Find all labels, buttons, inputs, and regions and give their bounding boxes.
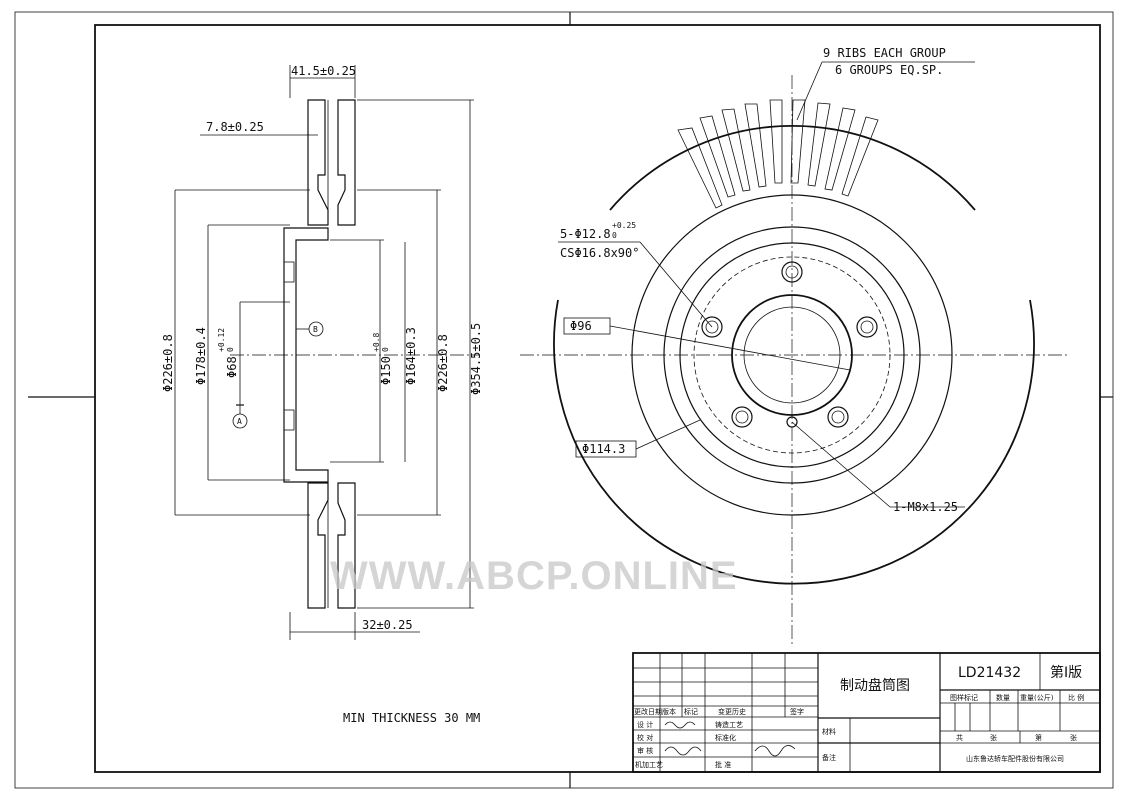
friction-ring-outer-lower [337,482,356,609]
friction-ring-inner-lower [307,482,329,609]
hat-outer-circle [663,226,921,484]
drawing-name: 制动盘筒图 [840,677,910,694]
holes-callout: 5-Φ12.8 [560,227,611,241]
front-view: 9 RIBS EACH GROUP 6 GROUPS EQ.SP. 5-Φ12.… [520,46,1070,645]
check-label: 校 对 [637,733,653,742]
casting-label: 铸造工艺 [715,720,743,729]
hat-inner-circle [679,242,905,468]
bolt-hole-3 [827,406,849,428]
countersink-callout: CSΦ16.8x90° [560,246,639,260]
bolt-hole-2-inner [860,320,874,334]
bore-chamfer [743,306,841,404]
friction-ring-inner-upper [307,99,329,226]
design-label: 设 计 [637,720,653,729]
dim-d178: Φ178±0.4 [194,327,208,385]
friction-ring-outer-upper [337,99,356,226]
cooling-ribs [677,99,879,209]
signature-review [664,746,702,756]
outer-frame [14,11,1114,789]
bolt-hole-lower [283,409,295,431]
col-stage: 图样标记 [950,693,978,702]
review-label: 审 核 [637,746,653,755]
datum-b-circle [308,321,324,337]
bolt-hole-1 [781,261,803,283]
dim-thread: 1-M8x1.25 [893,500,958,514]
ribs-note-line1: 9 RIBS EACH GROUP [823,46,946,60]
company-name: 山东鲁达轿车配件股份有限公司 [966,754,1064,763]
bolt-hole-4-inner [735,410,749,424]
dim-d150-tol-lower: 0 [381,347,390,352]
inner-frame [94,24,1101,773]
rev-header-hist: 变更历史 [718,707,746,716]
standard-label: 标准化 [715,733,736,742]
col-weight: 重量(公斤) [1020,693,1054,702]
ribs-note-leader [796,61,823,121]
dim-hat-thickness: 7.8±0.25 [206,120,264,134]
bolt-hole-4 [731,406,753,428]
dim-d68: Φ68 [225,356,239,378]
d114-leader [635,419,701,450]
dim-d164: Φ164±0.3 [404,327,418,385]
part-number: LD21432 [958,665,1021,681]
datum-b-label: B [313,325,318,334]
disc-outer-edge [553,299,1035,585]
dim-d150: Φ150 [379,356,393,385]
dim-d354: Φ354.5±0.5 [469,323,483,395]
material-label: 材料 [822,727,836,736]
holes-tol-upper: +0.25 [612,221,636,230]
watermark: WWW.ABCP.ONLINE [330,554,738,598]
dim-d114: Φ114.3 [582,442,625,456]
dim-d226-left: Φ226±0.8 [161,334,175,392]
edition: 第Ⅰ版 [1050,664,1082,681]
sheet-total: 共 [956,733,963,742]
section-view: 41.5±0.25 7.8±0.25 32±0.25 Φ226±0.8 Φ178… [161,64,483,640]
rev-header-ver: 版本 [662,707,676,716]
col-qty: 数量 [996,693,1010,702]
bolt-hole-1-inner [785,265,799,279]
process-label: 机加工艺 [635,760,663,769]
dim-d226-right: Φ226±0.8 [436,334,450,392]
thread-hole [786,416,798,428]
dim-d96: Φ96 [570,319,592,333]
pcd-circle [693,256,891,454]
remarks-label: 备注 [822,753,836,762]
dim-d150-tol-upper: +0.8 [372,333,381,352]
sheet-unit1: 张 [990,733,997,742]
rev-header-flag: 标记 [684,707,698,716]
approve-label: 批 准 [715,760,731,769]
holes-callout-leader [639,241,713,328]
datum-a-label: A [237,417,242,426]
datum-a-circle [232,413,248,429]
sheet-no: 第 [1035,733,1042,742]
thread-leader [791,421,891,508]
rev-header-sign: 签字 [790,707,804,716]
bolt-hole-upper [283,261,295,283]
bolt-hole-5-inner [705,320,719,334]
dim-disc-thickness: 32±0.25 [362,618,413,632]
bolt-hole-5 [701,316,723,338]
holes-tol-lower: 0 [612,231,617,240]
disc-outer-edge-top [609,125,976,211]
dim-d68-tol-lower: 0 [226,347,235,352]
dim-d68-tol-upper: +0.12 [217,328,226,352]
bolt-hole-2 [856,316,878,338]
title-block: 更改日期 版本 标记 变更历史 签字 设 计 校 对 审 核 机加工艺 铸造工艺… [632,652,1101,773]
dim-total-width: 41.5±0.25 [291,64,356,78]
min-thickness-note: MIN THICKNESS 30 MM [343,711,480,725]
center-bore [731,294,853,416]
rev-header-date: 更改日期 [634,707,662,716]
bolt-hole-3-inner [831,410,845,424]
ribs-note-line2: 6 GROUPS EQ.SP. [835,63,943,77]
signature-approve [754,745,796,757]
col-scale: 比 例 [1068,693,1084,702]
signature-design [664,721,696,729]
sheet-unit2: 张 [1070,733,1077,742]
friction-inner-circle [631,194,953,516]
d96-leader [609,325,851,371]
